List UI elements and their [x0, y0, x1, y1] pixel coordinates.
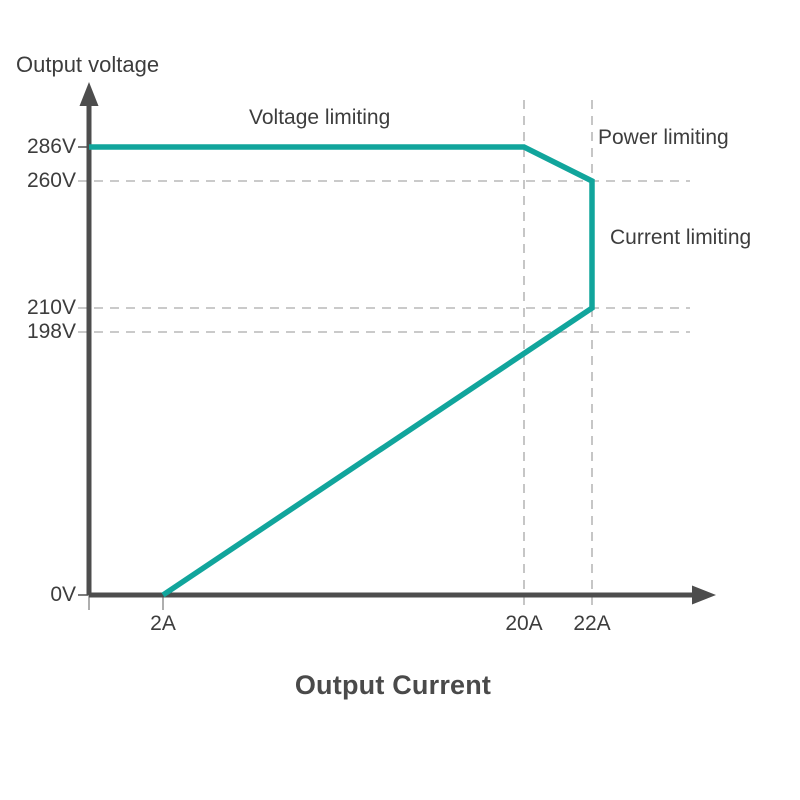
x-tick-label-20a: 20A: [505, 612, 543, 635]
x-tick-label-22a: 22A: [573, 612, 611, 635]
gridlines-vertical: [88, 100, 593, 610]
y-axis-arrowhead: [79, 82, 99, 106]
y-tick-label-260v: 260V: [26, 169, 76, 192]
y-tick-label-286v: 286V: [26, 135, 76, 158]
x-axis: [89, 585, 716, 605]
x-axis-arrowhead: [692, 585, 716, 605]
y-axis-title: Output voltage: [16, 52, 160, 77]
y-tick-label-210v: 210V: [26, 296, 76, 319]
annotation-current-limiting: Current limiting: [610, 226, 752, 249]
annotation-power-limiting: Power limiting: [598, 126, 729, 149]
gridlines-horizontal: [78, 146, 690, 596]
x-tick-label-2a: 2A: [150, 612, 176, 635]
curve-path: [89, 144, 595, 598]
x-axis-title: Output Current: [294, 670, 492, 700]
annotation-voltage-limiting: Voltage limiting: [249, 106, 391, 129]
y-axis: [79, 82, 99, 595]
y-tick-label-198v: 198V: [26, 320, 76, 343]
data-series-output-characteristic: [89, 144, 595, 598]
y-tick-label-0v: 0V: [50, 583, 76, 606]
